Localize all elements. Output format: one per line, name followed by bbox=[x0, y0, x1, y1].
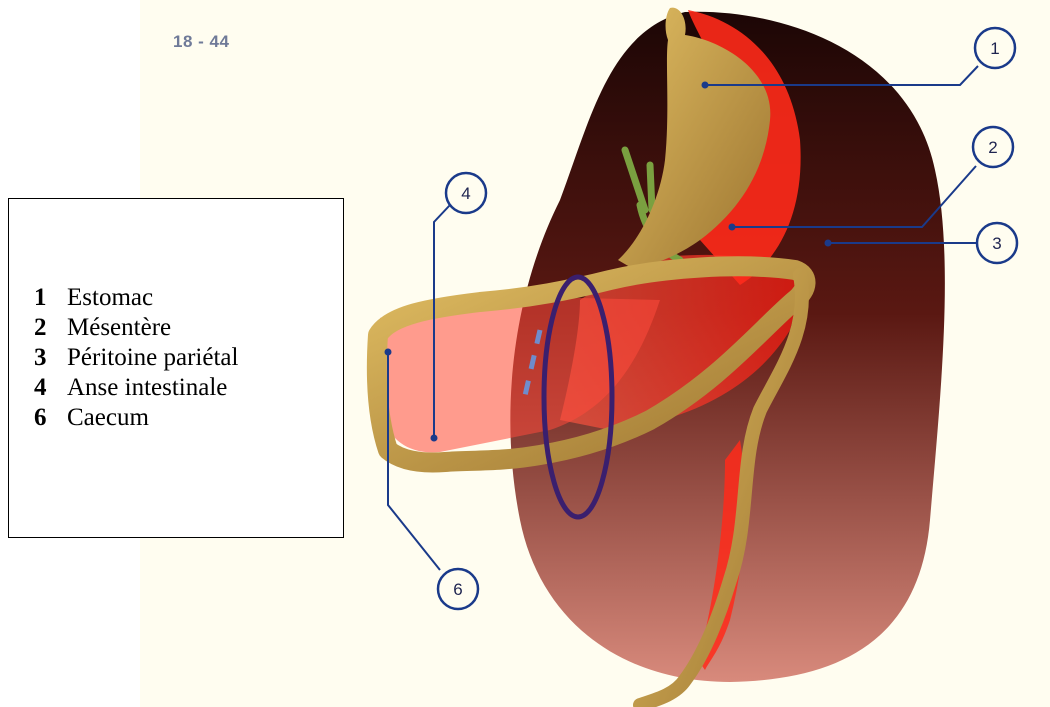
figure-id: 18 - 44 bbox=[173, 32, 229, 52]
callout-4: 4 bbox=[446, 173, 486, 213]
svg-text:1: 1 bbox=[990, 39, 999, 58]
legend-number: 3 bbox=[34, 343, 67, 373]
svg-text:6: 6 bbox=[453, 580, 462, 599]
svg-text:2: 2 bbox=[988, 138, 997, 157]
legend-label: Mésentère bbox=[67, 314, 171, 341]
legend-label: Péritoine pariétal bbox=[67, 344, 238, 371]
callout-1: 1 bbox=[975, 28, 1015, 68]
callout-3: 3 bbox=[977, 223, 1017, 263]
legend-label: Caecum bbox=[67, 404, 149, 431]
legend-number: 1 bbox=[34, 283, 67, 313]
callout-6: 6 bbox=[438, 569, 478, 609]
legend-number: 6 bbox=[34, 403, 67, 433]
callout-2: 2 bbox=[973, 127, 1013, 167]
svg-text:4: 4 bbox=[461, 184, 470, 203]
legend-label: Estomac bbox=[67, 284, 153, 311]
legend-label: Anse intestinale bbox=[67, 374, 227, 401]
legend-number: 4 bbox=[34, 373, 67, 403]
legend-number: 2 bbox=[34, 313, 67, 343]
svg-text:3: 3 bbox=[992, 234, 1001, 253]
